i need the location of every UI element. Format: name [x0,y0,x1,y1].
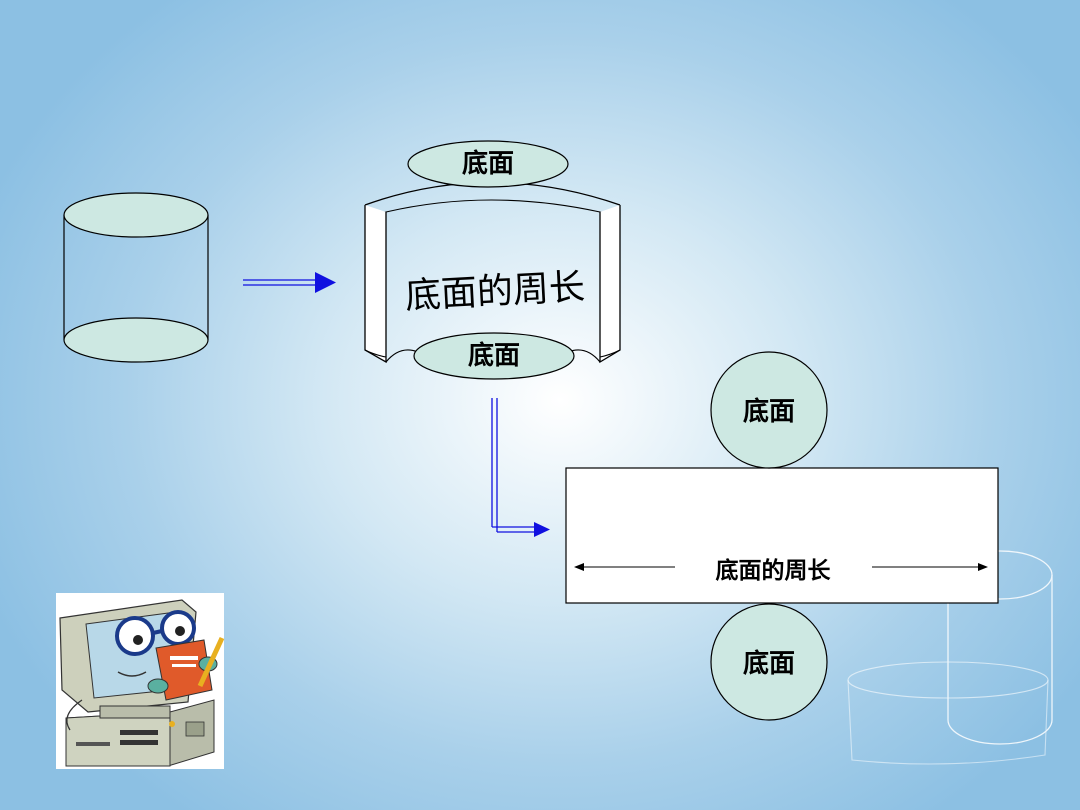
net-bottom-circle: 底面 [710,603,828,721]
cylinder-closed [63,192,209,363]
arrow-right [243,272,336,293]
net-rectangle: 底面的周长 [565,467,999,604]
top-cap-label: 底面 [462,148,514,179]
cylinder-top-face [63,192,209,238]
cylinder-unrolling: 底面 底面的周长 底面 [364,140,621,380]
curved-side-label: 底面的周长 [404,267,586,317]
net-top-circle-label: 底面 [743,396,795,427]
arrow-down-right [491,398,550,537]
net-bottom-circle-label: 底面 [743,648,795,679]
bottom-cap-ellipse [413,332,575,380]
top-cap-ellipse [407,140,569,188]
net-rect-length-label: 底面的周长 [716,557,832,584]
cylinder-bottom-face [63,317,209,363]
bottom-cap-label: 底面 [468,340,520,371]
net-top-circle: 底面 [710,351,828,469]
computer-reading-book-icon [56,593,225,769]
